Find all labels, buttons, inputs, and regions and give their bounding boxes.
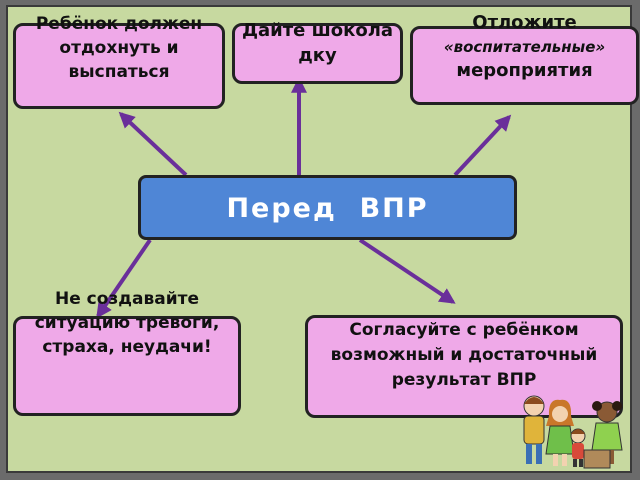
box-postpone: Отложите «воспитательные» мероприятия: [410, 12, 639, 105]
center-node: Перед ВПР: [138, 175, 517, 240]
postpone-line-2: «воспитательные»: [443, 38, 606, 56]
chocolate-text: Дайте шоколадку: [241, 20, 394, 66]
arrow-to-rest: [118, 111, 188, 177]
agree-text: Согласуйте с ребёнком возможный и достат…: [330, 320, 598, 390]
arrow-to-fear: [96, 238, 152, 319]
postpone-text: Отложите «воспитательные» мероприятия: [413, 11, 636, 83]
postpone-line-3: мероприятия: [456, 60, 593, 81]
rest-text: Ребёнок должен отдохнуть и выспаться: [35, 14, 203, 82]
box-chocolate: Дайте шоколадку: [232, 20, 403, 84]
box-fear: Не создавайте ситуацию тревоги, страха, …: [13, 289, 241, 416]
box-rest: Ребёнок должен отдохнуть и выспаться: [13, 14, 225, 109]
postpone-line-1: Отложите: [472, 12, 577, 33]
fear-text: Не создавайте ситуацию тревоги, страха, …: [34, 289, 220, 357]
box-agree: Согласуйте с ребёнком возможный и достат…: [305, 315, 623, 418]
arrow-to-agree: [358, 238, 456, 304]
center-title: Перед ВПР: [226, 193, 429, 224]
arrow-to-postpone: [453, 114, 512, 177]
children-illustration-icon: [523, 395, 623, 469]
